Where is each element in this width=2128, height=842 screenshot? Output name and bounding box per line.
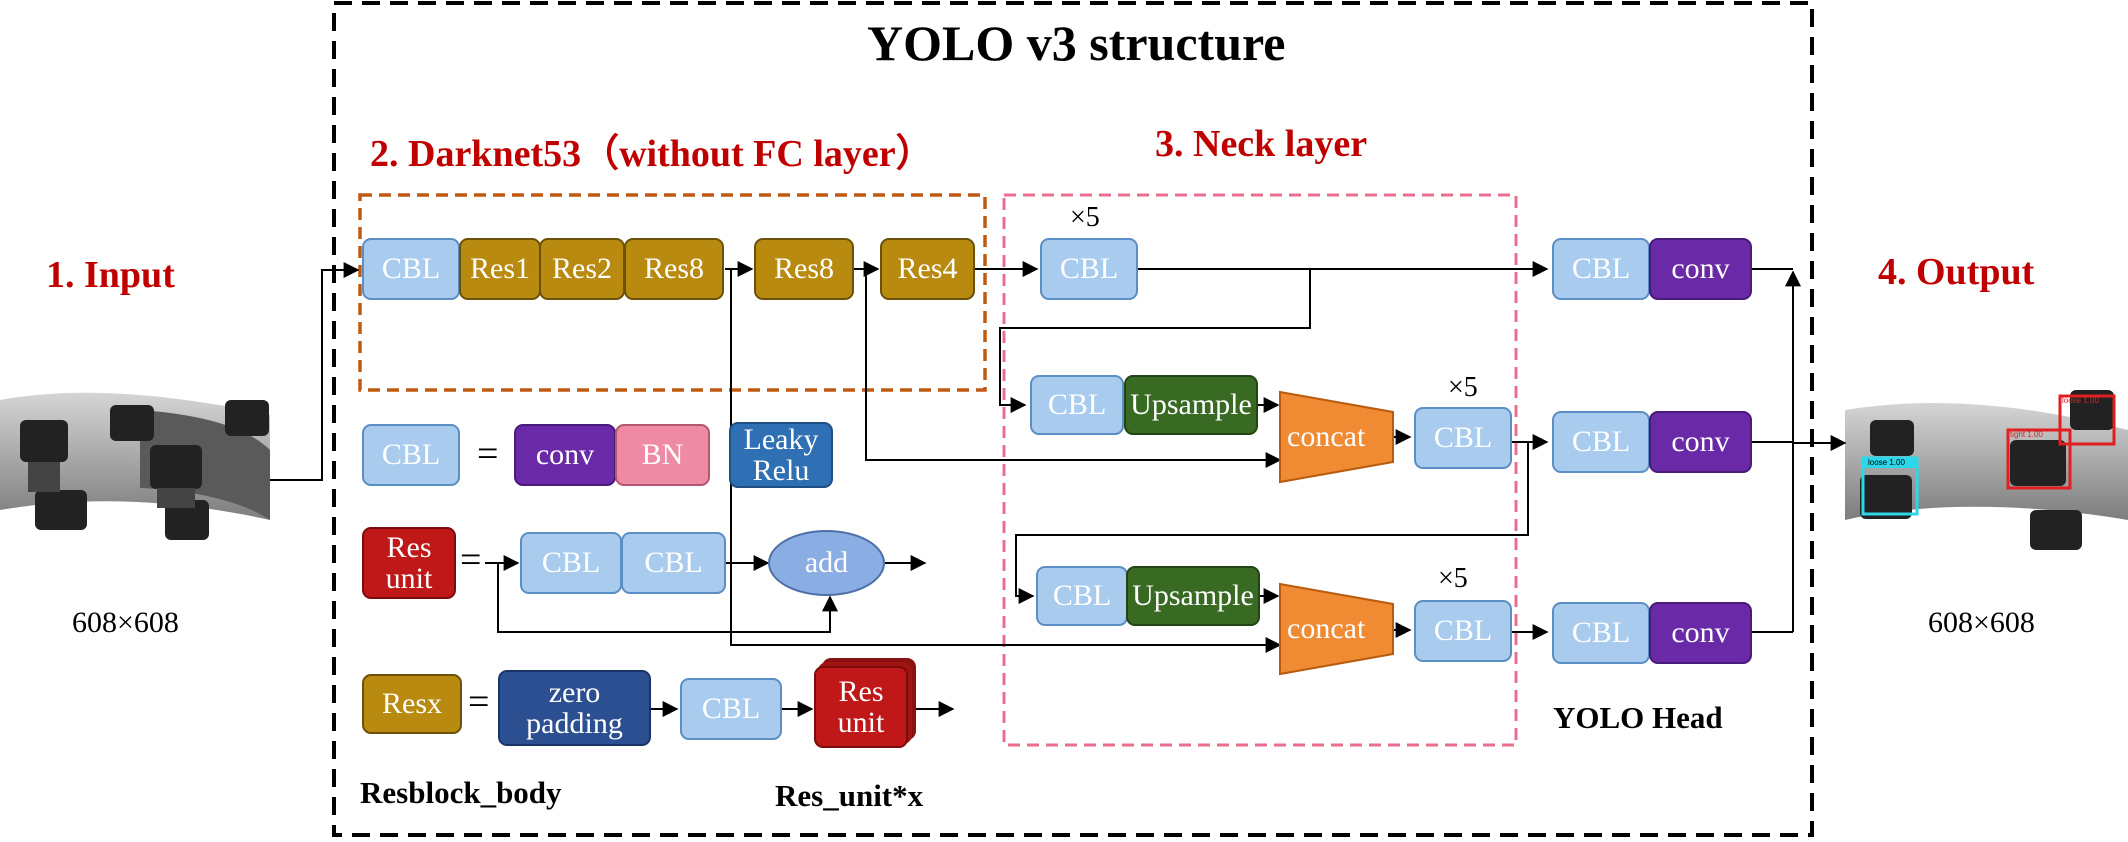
concat-block-1 — [1279, 390, 1394, 484]
diagram-title: YOLO v3 structure — [867, 15, 1286, 71]
neck-row2-concat-label: concat — [1287, 612, 1366, 645]
legend-leaky-relu: Leaky Relu — [729, 422, 833, 488]
backbone-res4: Res4 — [880, 238, 975, 300]
detection-box-mid — [2006, 428, 2072, 490]
neck-section-title: 3. Neck layer — [1155, 123, 1368, 165]
detection-box-top — [2058, 394, 2116, 446]
legend-res-unit-cbl-2: CBL — [621, 532, 726, 594]
neck-top-cbl: CBL — [1040, 238, 1138, 300]
legend-resx-cbl: CBL — [680, 678, 782, 740]
backbone-res8-first: Res8 — [624, 238, 724, 300]
legend-resx-unit-line2: unit — [837, 706, 885, 739]
head-cbl-1: CBL — [1552, 238, 1650, 300]
backbone-res8-second: Res8 — [754, 238, 854, 300]
legend-cbl-equals: = — [477, 433, 499, 475]
legend-leaky-line2: Relu — [752, 454, 810, 487]
neck-row2-upsample: Upsample — [1126, 566, 1260, 626]
output-section-title: 4. Output — [1878, 251, 2035, 293]
backbone-section-title: 2. Darknet53（without FC layer） — [370, 133, 934, 175]
legend-zero-padding: zero padding — [498, 670, 651, 746]
legend-zero-line2: padding — [526, 707, 623, 740]
head-cbl-3: CBL — [1552, 602, 1650, 664]
legend-resx-res-unit: Res unit — [814, 666, 908, 748]
structure-frame — [332, 1, 1814, 837]
legend-res-unit-line2: unit — [385, 562, 433, 595]
head-conv-3: conv — [1649, 602, 1752, 664]
neck-row1-out-cbl: CBL — [1414, 407, 1512, 469]
head-conv-1: conv — [1649, 238, 1752, 300]
detection-label-left: loose 1.00 — [1868, 458, 1905, 467]
neck-row1-multiplier: ×5 — [1448, 372, 1478, 403]
head-conv-2: conv — [1649, 411, 1752, 473]
backbone-cbl: CBL — [362, 238, 460, 300]
legend-res-unit-line1: Res — [386, 530, 432, 564]
legend-cbl: CBL — [362, 424, 460, 486]
concat-block-2 — [1279, 582, 1394, 676]
neck-frame — [1002, 193, 1518, 747]
legend-resx-unit-line1: Res — [838, 674, 884, 708]
legend-res-unit-equals: = — [460, 539, 482, 581]
input-section-title: 1. Input — [46, 254, 175, 296]
yolo-head-label: YOLO Head — [1553, 700, 1723, 735]
neck-row1-concat-label: concat — [1287, 420, 1366, 453]
head-cbl-2: CBL — [1552, 411, 1650, 473]
resblock-body-label: Resblock_body — [360, 775, 562, 810]
legend-zero-line1: zero — [548, 675, 601, 709]
backbone-frame — [358, 193, 987, 392]
backbone-res1: Res1 — [459, 238, 541, 300]
input-size-label: 608×608 — [72, 606, 179, 639]
neck-row2-multiplier: ×5 — [1438, 563, 1468, 594]
legend-conv: conv — [514, 424, 616, 486]
detection-label-mid: tight 1.00 — [2010, 430, 2043, 439]
legend-resx-equals: = — [468, 681, 490, 723]
output-size-label: 608×608 — [1928, 606, 2035, 639]
legend-add: add — [768, 530, 885, 596]
legend-resx: Resx — [362, 674, 462, 734]
legend-res-unit-cbl-1: CBL — [520, 532, 622, 594]
legend-bn: BN — [615, 424, 710, 486]
res-unit-x-label: Res_unit*x — [775, 778, 924, 813]
neck-row2-out-cbl: CBL — [1414, 600, 1512, 662]
neck-top-multiplier: ×5 — [1070, 202, 1100, 233]
detection-label-top: loose 1.00 — [2062, 396, 2099, 405]
neck-row1-cbl: CBL — [1030, 375, 1124, 435]
backbone-res2: Res2 — [539, 238, 625, 300]
neck-row2-cbl: CBL — [1036, 566, 1128, 626]
neck-row1-upsample: Upsample — [1124, 375, 1258, 435]
output-image — [1845, 390, 2128, 550]
legend-res-unit: Res unit — [362, 527, 456, 599]
input-image — [0, 392, 270, 540]
legend-leaky-line1: Leaky — [743, 422, 819, 456]
